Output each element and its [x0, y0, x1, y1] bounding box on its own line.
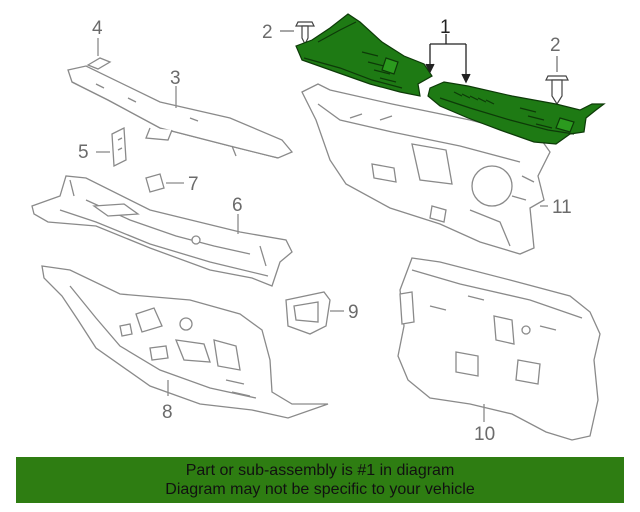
footer-banner: Part or sub-assembly is #1 in diagram Di… — [16, 457, 624, 503]
part-9-bracket[interactable] — [285, 291, 344, 335]
callout-8: 8 — [162, 402, 173, 423]
part-4-clip[interactable] — [86, 38, 112, 70]
part-1-cowl-grille[interactable] — [295, 13, 606, 145]
callout-2-right: 2 — [550, 35, 561, 56]
callout-10: 10 — [474, 424, 495, 445]
part-8-dash-panel[interactable] — [41, 265, 329, 419]
part-2-fastener-right[interactable] — [545, 56, 569, 106]
footer-line-1: Part or sub-assembly is #1 in diagram — [185, 462, 455, 479]
part-2-fastener-left[interactable] — [280, 21, 315, 46]
part-6-cowl-panel[interactable] — [31, 175, 293, 287]
parts-diagram: 1 2 2 3 4 5 6 7 8 9 10 11 — [31, 13, 606, 445]
callout-6: 6 — [232, 195, 243, 216]
callout-7: 7 — [188, 174, 199, 195]
callout-3: 3 — [170, 68, 181, 89]
footer-line-2: Diagram may not be specific to your vehi… — [165, 481, 475, 498]
part-11-dash-insulator[interactable] — [301, 83, 551, 255]
part-10-firewall-panel[interactable] — [397, 257, 601, 441]
callout-2-left: 2 — [262, 22, 273, 43]
part-3-cross-bar[interactable] — [67, 65, 294, 159]
callout-1: 1 — [440, 17, 451, 38]
callout-11: 11 — [552, 197, 572, 218]
part-7-clip[interactable] — [145, 173, 184, 193]
callout-5: 5 — [78, 142, 89, 163]
part-5-bracket[interactable] — [96, 126, 127, 168]
callout-9: 9 — [348, 302, 359, 323]
callout-4: 4 — [92, 18, 103, 39]
